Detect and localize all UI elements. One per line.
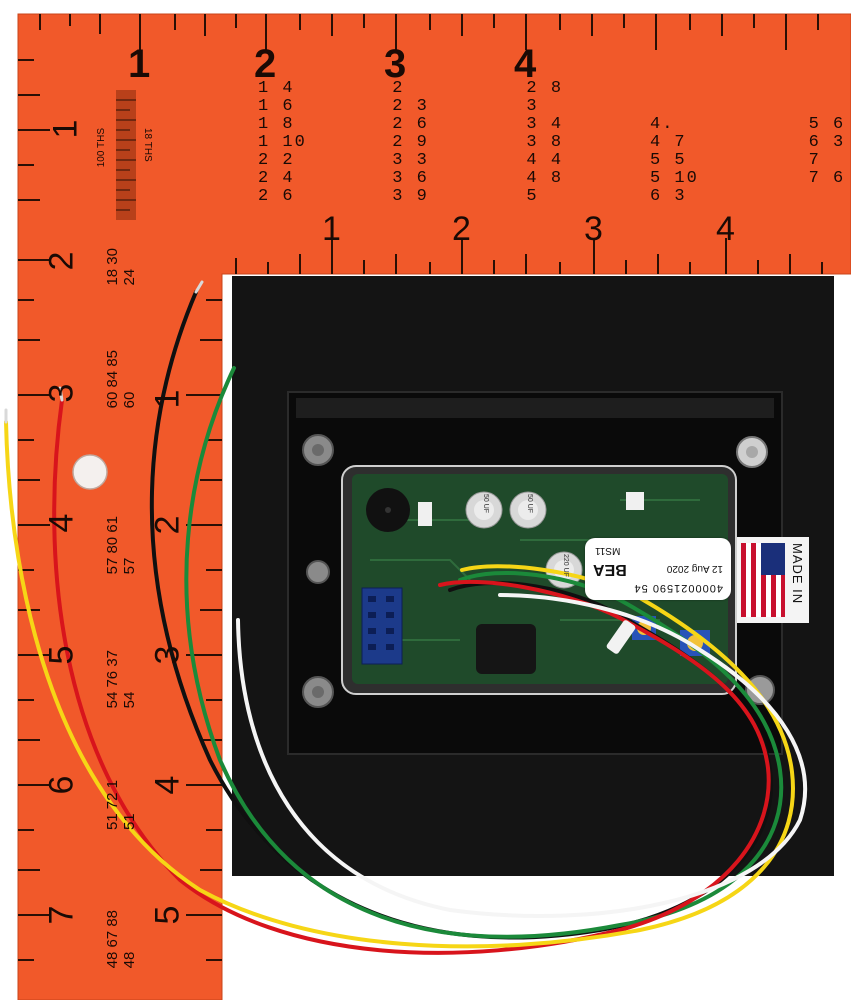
- rafter-row-7: 2 6 3 9 5: [258, 187, 539, 206]
- ruler-top-major-2: 2: [254, 42, 277, 86]
- label-date: 12 Aug 2020: [666, 563, 723, 574]
- ruler-left-major-6: 6: [42, 775, 81, 795]
- square-ruler: [17, 13, 851, 1000]
- ruler-left-major-7: 7: [42, 905, 81, 925]
- rafter-row-5: 2 2 3 3 4 4: [258, 151, 564, 170]
- capacitor-2: [509, 491, 547, 529]
- cable-tie: [606, 620, 636, 654]
- ruler-left-inner-5: 5: [148, 905, 187, 925]
- jumper-header-1: [418, 502, 432, 526]
- us-flag-icon: [741, 543, 785, 617]
- left-col-2: 60 84 85 60: [104, 350, 138, 409]
- rafter-right-row-2: 4 7 6 3: [650, 133, 846, 152]
- ruler-inner-2: 2: [452, 210, 471, 248]
- ruler-left-inner-4: 4: [148, 775, 187, 795]
- rafter-row-4: 1 10 2 9 3 8: [258, 133, 564, 152]
- screw-bottom-right: [745, 675, 775, 705]
- ruler-inner-3: 3: [584, 210, 603, 248]
- ruler-left-inner-3: 3: [148, 645, 187, 665]
- cap-mark-3: 220 UF: [561, 554, 569, 577]
- label-brand: BEA: [593, 561, 627, 578]
- cap-mark-2: 50 UF: [526, 493, 534, 514]
- device-label: 4000021590 54 BEA 12 Aug 2020 MS11: [585, 538, 731, 600]
- ruler-left-major-1: 1: [46, 119, 85, 139]
- left-col-1: 18 30 24: [104, 248, 138, 286]
- ruler-left-major-2: 2: [42, 251, 81, 271]
- jumper-header-2: [626, 492, 644, 510]
- ruler-inner-1: 1: [322, 210, 341, 248]
- ruler-left-major-5: 5: [42, 645, 81, 665]
- left-col-4: 54 76 37 54: [104, 650, 138, 709]
- sixteenths-label: 18 THS: [142, 128, 153, 162]
- label-model: MS11: [595, 545, 621, 556]
- rafter-right-row-5: 6 3: [650, 187, 687, 206]
- ruler-left-inner-2: 2: [148, 515, 187, 535]
- left-col-3: 57 80 61 57: [104, 516, 138, 575]
- hundredths-scale: [116, 90, 136, 220]
- ruler-left-major-3: 3: [42, 383, 81, 403]
- ruler-left-ticks: [18, 59, 50, 961]
- wire-white: [236, 593, 808, 918]
- rafter-row-6: 2 4 3 6 4 8: [258, 169, 564, 188]
- rafter-row-2: 1 6 2 3 3: [258, 97, 539, 116]
- ruler-inner-ticks: [235, 238, 823, 274]
- ruler-top-major-1: 1: [128, 42, 151, 86]
- inductor: [476, 624, 536, 674]
- capacitor-1: [465, 491, 503, 529]
- cap-mark-1: 50 UF: [482, 493, 490, 514]
- made-in-usa-sticker: MADE IN: [737, 537, 809, 623]
- rafter-right-row-3: 5 5 7: [650, 151, 821, 170]
- ruler-top-major-4: 4: [514, 42, 537, 86]
- ruler-left-major-4: 4: [42, 513, 81, 533]
- ruler-top-ticks: [39, 14, 819, 50]
- left-col-5: 51 72 1 51: [104, 780, 138, 831]
- rafter-right-row-1: 4. 5 6: [650, 115, 846, 134]
- made-in-text: MADE IN: [790, 543, 805, 605]
- ruler-inner-4: 4: [716, 210, 735, 248]
- ruler-top-major-3: 3: [384, 42, 407, 86]
- rafter-row-3: 1 8 2 6 3 4: [258, 115, 564, 134]
- ruler-left-inner-1: 1: [148, 389, 187, 409]
- ruler-hole: [72, 454, 108, 490]
- wire-red: [52, 398, 771, 955]
- ruler-right-ticks: [186, 299, 222, 961]
- label-serial: 4000021590 54: [633, 582, 723, 594]
- hundredths-label: 100 THS: [96, 128, 107, 168]
- rafter-right-row-4: 5 10 7 6: [650, 169, 846, 188]
- screw-mid-left: [306, 560, 330, 584]
- left-col-6: 48 67 88 48: [104, 910, 138, 969]
- rafter-row-1: 1 4 2 2 8: [258, 79, 564, 98]
